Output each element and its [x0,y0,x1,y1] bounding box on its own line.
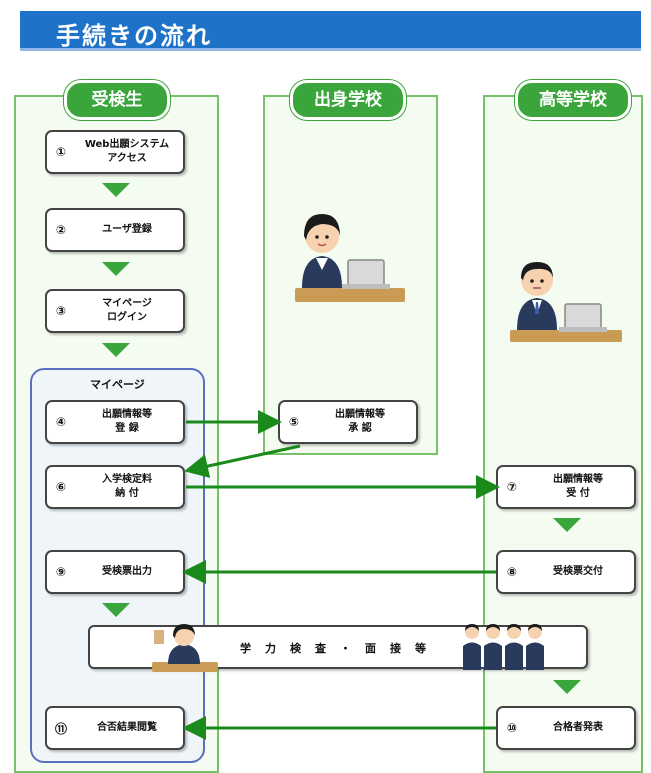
step-number: ⑦ [506,480,518,494]
step-label: 受検票出力 [102,566,152,577]
step-10-box: ⑩ 合格者発表 [496,706,636,750]
step-label: 出願情報等 登 録 [102,409,152,434]
step-number: ⑧ [506,565,518,579]
step-5-box: ⑤ 出願情報等 承 認 [278,400,418,444]
exam-label: 学力検査・面接等 [240,642,440,655]
down-arrow-icon [553,518,581,532]
step-label: ユーザ登録 [102,224,152,235]
step-6-box: ⑥ 入学検定料 納 付 [45,465,185,509]
step-label: マイページ ログイン [102,298,152,323]
student-girl-icon [152,624,218,672]
teacher-man-icon [510,262,622,342]
step-number: ④ [55,415,67,429]
step-number: ⑤ [288,415,300,429]
header-high-school: 高等学校 [515,80,631,120]
students-group-icon [463,624,544,670]
mypage-label: マイページ [90,378,145,391]
down-arrow-icon [102,343,130,357]
step-4-box: ④ 出願情報等 登 録 [45,400,185,444]
step-number: ① [55,145,67,159]
step-label: 合否結果閲覧 [97,722,157,733]
down-arrow-icon [102,262,130,276]
step-7-box: ⑦ 出願情報等 受 付 [496,465,636,509]
arrow-5-to-6 [184,444,301,478]
step-number: ⑥ [55,480,67,494]
step-number: ② [55,223,67,237]
down-arrow-icon [102,603,130,617]
step-label: 合格者発表 [553,722,603,733]
header-middle-school: 出身学校 [290,80,406,120]
header-student: 受検生 [64,80,170,120]
step-3-box: ③ マイページ ログイン [45,289,185,333]
title-bar: 手続きの流れ [20,11,641,51]
teacher-woman-icon [295,214,405,302]
step-label: Web出願システム アクセス [84,139,170,164]
page-title: 手続きの流れ [56,22,212,50]
step-9-box: ⑨ 受検票出力 [45,550,185,594]
step-label: 出願情報等 受 付 [553,474,603,499]
step-number: ③ [55,304,67,318]
step-11-box: ⑪ 合否結果閲覧 [45,706,185,750]
step-number: ⑪ [54,721,67,736]
step-2-box: ② ユーザ登録 [45,208,185,252]
step-8-box: ⑧ 受検票交付 [496,550,636,594]
step-label: 出願情報等 承 認 [335,409,385,434]
step-label: 受検票交付 [553,566,603,577]
down-arrow-icon [102,183,130,197]
step-1-box: ① Web出願システム アクセス [45,130,185,174]
step-label: 入学検定料 納 付 [102,474,152,499]
step-number: ⑨ [55,565,67,579]
down-arrow-icon [553,680,581,694]
step-number: ⑩ [506,721,518,735]
